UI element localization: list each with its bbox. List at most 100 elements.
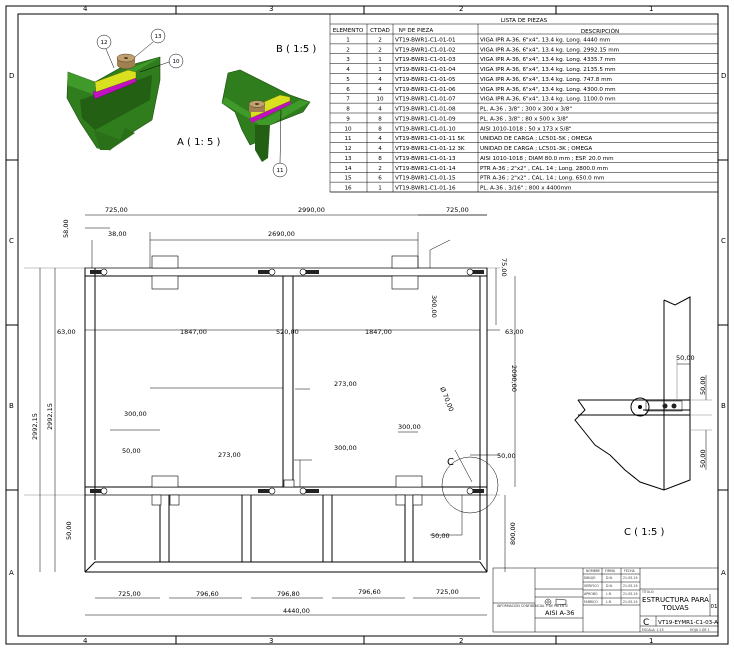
balloon-12: 12 [100,40,107,46]
dim-1847-right: 1847,00 [365,328,392,336]
projection-symbol-icon [544,598,567,606]
confidential-note: INFORMACIÓN CONFIDENCIAL Y DE PATENTE [497,603,568,608]
parts-cell-qty: 4 [378,136,382,142]
zone-row-a-right: A [721,569,726,577]
dim-300-plate: 300,00 [398,423,421,431]
drawing-title: ESTRUCTURA PARA TOLVAS [642,596,709,612]
name-1: D.N. [606,576,613,580]
dim-800: 800,00 [509,522,517,545]
parts-cell-desc: PTR A-36 ; 2"x2" , CAL. 14 ; Long. 2800.… [480,166,608,172]
parts-cell-desc: PL. A-36 , 3/8" ; 80 x 500 x 3/8" [480,116,569,122]
detail-c-dim-50-right: 50,00 [699,376,707,395]
balloon-13: 13 [154,34,162,40]
zone-col-1-bottom: 1 [649,637,653,645]
parts-cell-part: VT19-BWR1-C1-01-01 [395,37,456,43]
dim-273-lower: 273,00 [218,451,241,459]
detail-c-label: C ( 1:5 ) [624,527,665,538]
parts-cell-qty: 4 [378,146,382,152]
zone-col-2: 2 [459,5,463,13]
parts-cell-desc: AISI 1010-1018 ; DIAM 80.0 mm ; ESP. 20.… [480,156,614,162]
title-block: INFORMACIÓN CONFIDENCIAL Y DE PATENTE DI… [492,567,719,633]
revision: 01 [710,604,718,610]
zone-row-a: A [9,569,14,577]
parts-cell-desc: VIGA IPR A-36, 6"x4", 13.4 kg. Long. 747… [480,77,612,83]
zone-col-2-bottom: 2 [459,637,463,645]
detail-c-dim-50-top: 50,00 [676,354,695,362]
parts-list-table: LISTA DE PIEZAS ELEMENTO CTDAD Nº DE PIE… [329,13,719,193]
label-verifico: VERIFICÓ [584,583,599,588]
parts-cell-el: 15 [344,176,352,182]
parts-cell-part: VT19-BWR1-C1-01-09 [395,116,456,122]
parts-cell-desc: UNIDAD DE CARGA ; LC501-3K ; OMEGA [480,146,592,152]
zone-markers: 4 3 2 1 4 3 2 1 D C B A D C B A [6,5,728,645]
date-4: 21-05-19 [623,600,637,604]
parts-cell-desc: PL. A-36 , 3/8" ; 300 x 300 x 3/8" [480,107,572,113]
parts-list-title: LISTA DE PIEZAS [501,18,548,24]
zone-col-1: 1 [649,5,653,13]
parts-cell-el: 9 [346,116,350,122]
col-fecha: FECHA [624,569,635,573]
parts-cell-el: 8 [346,107,350,113]
parts-cell-el: 1 [346,37,350,43]
zone-col-3-bottom: 3 [269,637,273,645]
dim-50-left: 50,00 [122,447,141,455]
zone-col-4: 4 [83,5,88,13]
header-part-number: Nº DE PIEZA [399,27,434,34]
parts-cell-el: 3 [346,57,350,63]
parts-row: 12 4 VT19-BWR1-C1-01-12 3K UNIDAD DE CARGA … [330,146,718,153]
parts-cell-desc: VIGA IPR A-36, 6"x4", 13.4 kg. Long. 110… [480,97,616,103]
parts-cell-part: VT19-BWR1-C1-01-05 [395,77,456,83]
parts-cell-part: VT19-BWR1-C1-01-04 [395,67,456,73]
front-view [24,214,516,616]
dim-bottom-796-60: 796,60 [196,590,219,598]
parts-cell-part: VT19-BWR1-C1-01-13 [395,156,456,162]
detail-c-view: 50,00 50,00 50,00 C ( 1:5 ) [574,296,712,538]
header-elemento: ELEMENTO [333,28,364,34]
zone-row-b: B [9,402,14,410]
parts-cell-part: VT19-BWR1-C1-01-06 [395,87,456,93]
parts-cell-qty: 2 [378,47,382,53]
label-fabrico: FABRICÓ [584,599,598,604]
parts-cell-el: 12 [344,146,351,152]
dim-300-lower: 300,00 [334,444,357,452]
dim-58: 58,00 [62,219,70,238]
parts-cell-qty: 8 [378,116,382,122]
detail-a-label: A ( 1: 5 ) [177,137,221,148]
parts-cell-qty: 1 [378,67,382,73]
name-4: L.R. [606,600,612,604]
dim-300-top: 300,00 [430,295,438,318]
parts-cell-el: 4 [346,67,350,73]
sheet: HOJA 1 DE 1 [690,628,710,632]
parts-cell-qty: 8 [378,156,382,162]
parts-cell-qty: 1 [378,57,382,63]
dim-38: 38,00 [108,230,127,238]
col-nombre: NOMBRE [586,569,600,573]
header-ctdad: CTDAD [370,28,390,34]
parts-cell-part: VT19-BWR1-C1-01-14 [395,166,456,172]
parts-cell-el: 7 [346,97,350,103]
detail-b-label: B ( 1:5 ) [276,44,316,55]
zone-col-4-bottom: 4 [83,637,88,645]
dim-273-upper: 273,00 [334,380,357,388]
parts-cell-desc: VIGA IPR A-36, 6"x4", 13.4 kg. Long. 430… [480,87,616,93]
detail-c-marker: C [447,457,454,468]
zone-row-c: C [9,237,14,245]
parts-cell-part: VT19-BWR1-C1-01-12 3K [395,146,465,152]
parts-cell-el: 11 [344,136,352,142]
dim-63-left: 63,00 [57,328,76,336]
parts-cell-qty: 2 [378,166,382,172]
parts-cell-qty: 8 [378,126,382,132]
date-1: 21-05-19 [623,576,637,580]
dim-725-right: 725,00 [446,206,469,214]
name-3: L.R. [606,592,612,596]
parts-cell-el: 10 [344,126,352,132]
parts-cell-qty: 4 [378,107,382,113]
dim-bottom-796-60-b: 796,60 [358,588,381,596]
